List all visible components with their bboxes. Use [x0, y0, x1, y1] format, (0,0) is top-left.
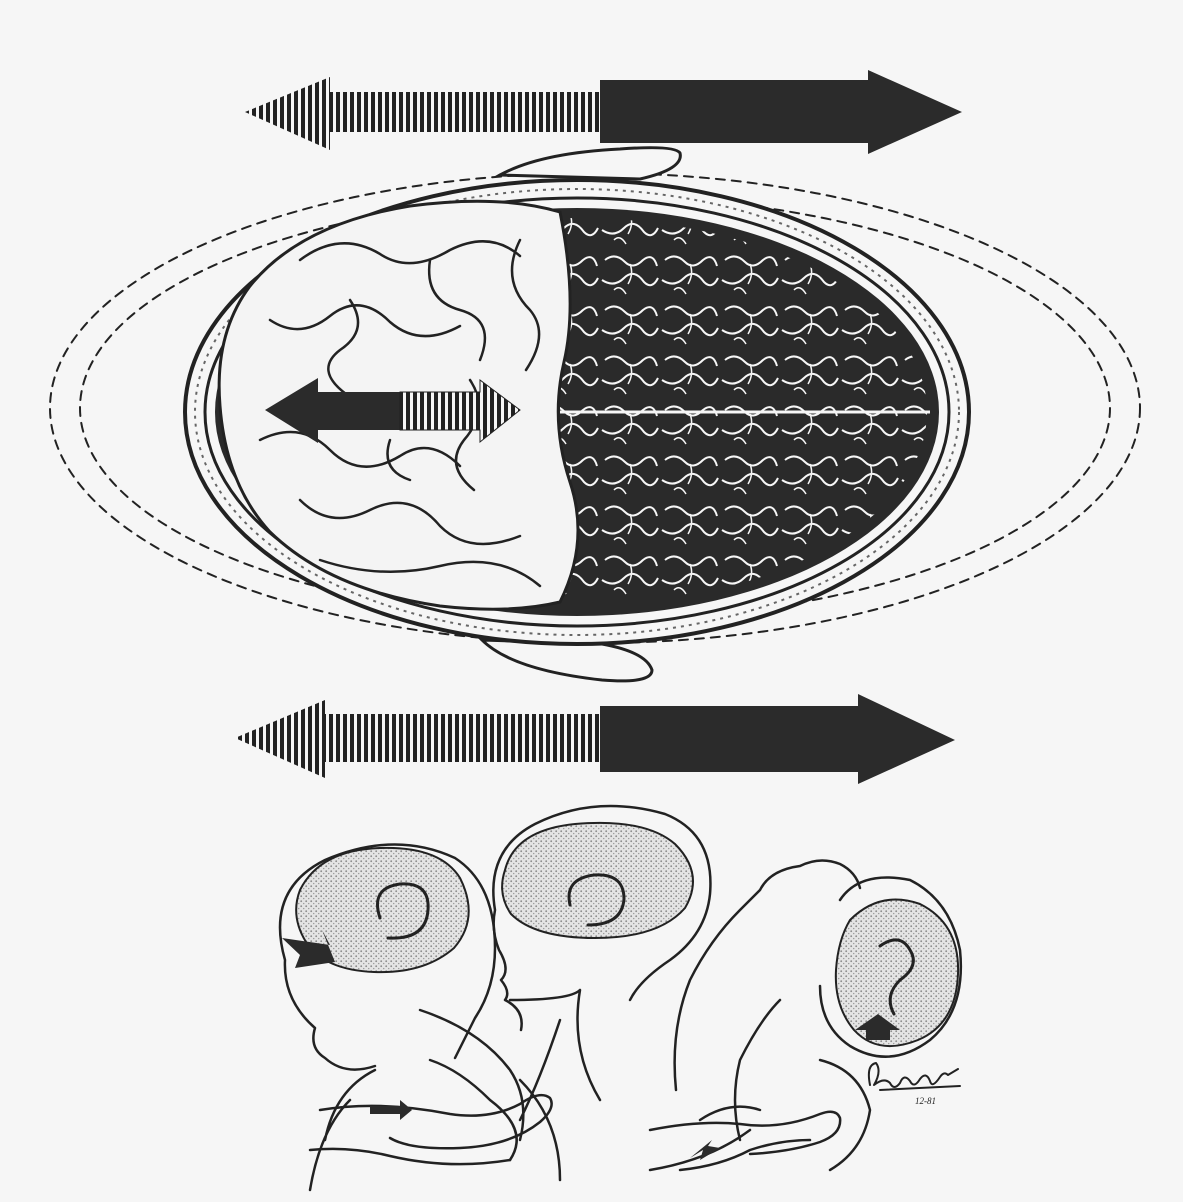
infant3-brain	[836, 900, 958, 1047]
infant2-body	[430, 990, 600, 1160]
ear-bottom	[482, 640, 652, 681]
signature-date: 12-81	[915, 1096, 936, 1106]
bottom-arrow-right-solid	[600, 694, 955, 784]
bottom-double-arrow	[235, 694, 955, 784]
left-hand-arrow	[370, 1100, 412, 1120]
ear-top	[500, 148, 680, 179]
artist-signature: 12-81	[869, 1063, 960, 1106]
top-double-arrow	[245, 70, 962, 154]
right-hands	[650, 1112, 840, 1170]
infant-head-back	[430, 806, 710, 1160]
infant3-body	[650, 1000, 870, 1170]
infant2-brain	[502, 823, 693, 938]
bottom-arrow-left-hatched	[235, 700, 600, 778]
top-arrow-right-solid	[600, 70, 962, 154]
hands	[310, 1095, 840, 1170]
top-arrow-left-hatched	[245, 77, 600, 150]
right-hand-arrow	[690, 1140, 720, 1160]
infant3-face	[675, 860, 860, 1090]
